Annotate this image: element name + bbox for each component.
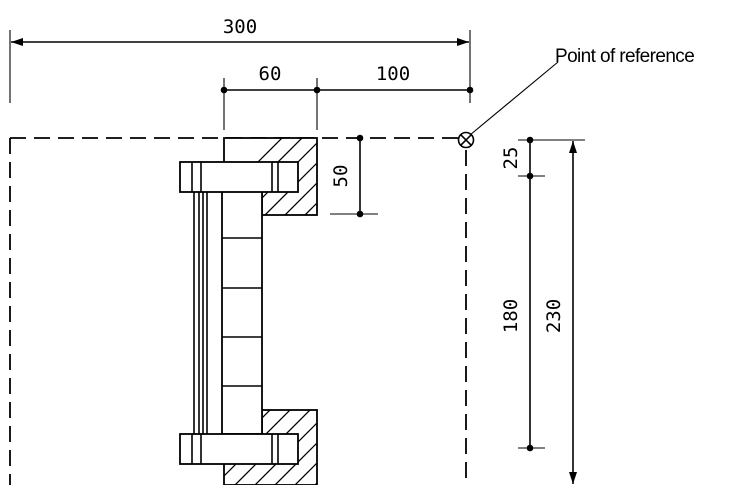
dimension-100-label: 100 [376, 63, 410, 85]
dimension-230: 230 [543, 141, 577, 484]
dimension-50-label: 50 [330, 165, 352, 188]
point-of-reference-label: Point of reference [555, 46, 694, 67]
reference-marker-icon [457, 131, 475, 149]
dimension-50: 50 [330, 134, 378, 218]
tie-rods [193, 192, 208, 434]
dimension-300-label: 300 [223, 16, 257, 38]
segment-column [221, 189, 263, 435]
top-clamp [179, 161, 299, 193]
point-of-reference: Point of reference [457, 46, 695, 149]
dimension-300: 300 [9, 16, 471, 103]
dimension-180-label: 180 [500, 299, 522, 333]
dimension-230-label: 230 [543, 299, 565, 333]
dimension-25-label: 25 [500, 147, 522, 170]
bottom-clamp [179, 433, 299, 465]
dimension-60-100: 60 100 [220, 63, 474, 130]
dimension-25-180: 25 180 [500, 136, 585, 452]
dimension-60-label: 60 [259, 63, 282, 85]
